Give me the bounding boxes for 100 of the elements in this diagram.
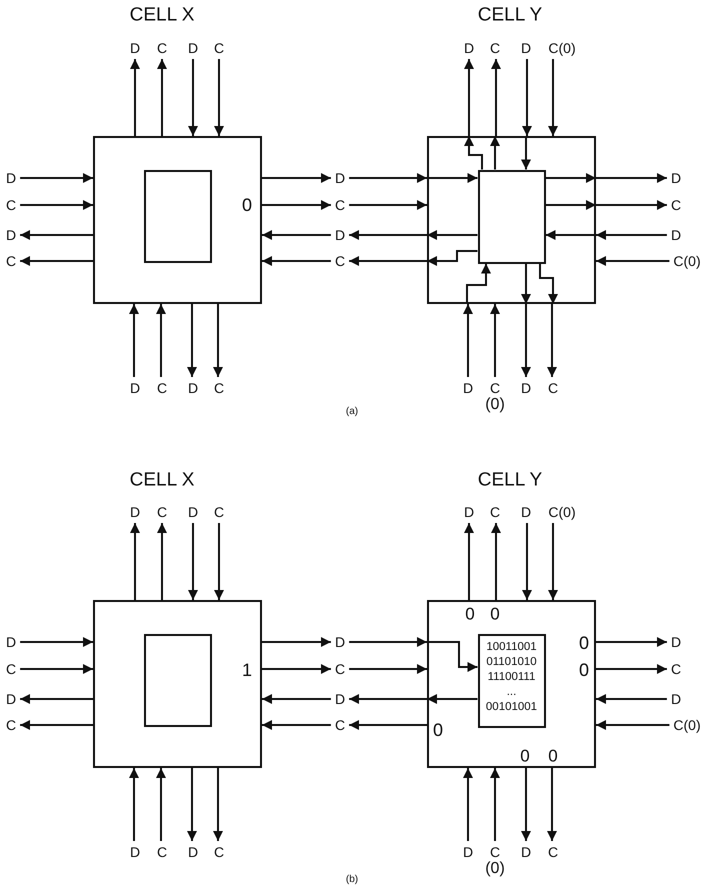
signal-label: D <box>520 41 532 55</box>
arrow <box>521 264 531 304</box>
arrow <box>213 304 223 377</box>
arrow <box>546 200 596 210</box>
signal-label: D <box>520 381 532 395</box>
arrow <box>547 304 557 377</box>
signal-label: C(0) <box>548 41 576 55</box>
value-label: 0 <box>579 661 589 679</box>
core-box <box>478 170 546 264</box>
arrow <box>188 523 198 600</box>
signal-label: C(0) <box>673 718 701 732</box>
signal-label: C <box>490 41 500 55</box>
signal-label: D <box>334 228 346 242</box>
signal-label: D <box>130 505 140 519</box>
arrow <box>427 641 478 672</box>
arrow <box>596 637 667 647</box>
core-box <box>144 170 212 262</box>
arrow <box>596 230 667 240</box>
cell-box <box>93 600 262 768</box>
arrow <box>129 304 139 377</box>
cell-box <box>93 136 262 304</box>
arrow <box>427 173 478 183</box>
arrow <box>349 694 427 704</box>
signal-label: C <box>488 381 502 395</box>
arrow <box>20 637 93 647</box>
arrow <box>130 523 140 600</box>
signal-label: D <box>130 845 140 859</box>
arrow <box>156 304 166 377</box>
signal-label: D <box>334 635 346 649</box>
signal-label: C <box>334 662 346 676</box>
cell-title: CELL X <box>130 470 194 490</box>
signal-label: D <box>520 505 532 519</box>
signal-label: D <box>464 41 474 55</box>
arrow <box>20 173 93 183</box>
arrow <box>213 768 223 841</box>
arrow <box>20 200 93 210</box>
arrow <box>214 59 224 136</box>
signal-label: D <box>188 381 198 395</box>
arrow <box>427 230 478 240</box>
arrow <box>548 523 558 600</box>
arrow <box>187 768 197 841</box>
arrow <box>463 304 473 377</box>
arrow <box>262 637 331 647</box>
arrow <box>521 136 531 170</box>
arrow <box>464 136 483 170</box>
signal-label: C <box>156 505 168 519</box>
signal-label: C <box>6 718 16 732</box>
signal-label: D <box>462 845 474 859</box>
signal-label: C <box>334 254 346 268</box>
signal-label: D <box>670 228 682 242</box>
signal-label: C <box>156 381 168 395</box>
arrow <box>262 664 331 674</box>
arrow <box>464 523 474 600</box>
value-label: 0 <box>242 196 252 214</box>
signal-label: C <box>670 662 682 676</box>
value-label: 0 <box>465 606 475 622</box>
arrow <box>262 230 331 240</box>
signal-label: C <box>6 198 16 212</box>
memory-box <box>478 634 546 728</box>
signal-label: D <box>6 692 16 706</box>
arrow <box>490 304 500 377</box>
signal-label: C <box>490 505 500 519</box>
arrow <box>548 59 558 136</box>
arrow <box>596 256 670 266</box>
arrow <box>130 59 140 136</box>
signal-label: D <box>188 505 198 519</box>
arrow <box>521 304 531 377</box>
arrow <box>521 768 531 841</box>
arrow <box>491 523 501 600</box>
cell-box <box>427 136 596 304</box>
signal-label: C <box>548 381 558 395</box>
arrow <box>20 720 93 730</box>
arrow <box>262 200 331 210</box>
arrow <box>546 230 596 240</box>
value-label: (0) <box>485 861 505 877</box>
arrow <box>20 256 93 266</box>
arrow <box>463 768 473 841</box>
arrow <box>596 664 667 674</box>
signal-label: C(0) <box>548 505 576 519</box>
signal-label: C <box>6 254 16 268</box>
arrow <box>490 768 500 841</box>
arrow <box>546 173 596 183</box>
arrow <box>522 523 532 600</box>
arrow <box>262 694 331 704</box>
arrow <box>262 173 331 183</box>
core-box <box>144 634 212 726</box>
arrow <box>596 200 667 210</box>
arrow <box>349 173 427 183</box>
signal-label: D <box>462 381 474 395</box>
arrow <box>464 59 474 136</box>
arrow <box>129 768 139 841</box>
signal-label: D <box>188 41 198 55</box>
arrow <box>427 694 478 704</box>
signal-label: C <box>548 845 558 859</box>
arrow <box>156 768 166 841</box>
arrow <box>466 264 491 304</box>
signal-label: D <box>334 171 346 185</box>
arrow <box>349 637 427 647</box>
signal-label: D <box>130 41 140 55</box>
arrow <box>20 664 93 674</box>
